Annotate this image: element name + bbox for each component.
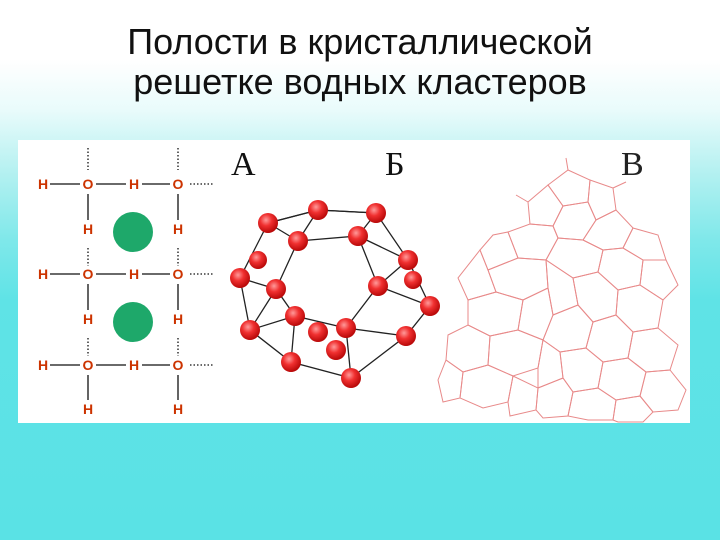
figure-panel: H O H O H H H O H O H H H O H O H H [18, 140, 690, 423]
h-atom: H [83, 311, 93, 327]
h-atom: H [83, 221, 93, 237]
o-atom: O [173, 176, 184, 192]
o-atom: O [173, 266, 184, 282]
h-atom: H [173, 401, 183, 417]
slide-title: Полости в кристаллической решетке водных… [0, 22, 720, 102]
h-atom: H [38, 357, 48, 373]
title-line-1: Полости в кристаллической [127, 21, 593, 62]
h-atom: H [129, 357, 139, 373]
h-atom: H [38, 176, 48, 192]
label-b: Б [385, 146, 405, 183]
o-atom: O [83, 266, 94, 282]
h-atom: H [173, 311, 183, 327]
label-v: В [621, 146, 644, 183]
h-atom: H [129, 266, 139, 282]
label-a: А [231, 146, 256, 183]
h-atom: H [129, 176, 139, 192]
h-atom: H [83, 401, 93, 417]
o-atom: O [83, 176, 94, 192]
lattice-diagram: H O H O H H H O H O H H H O H O H H [38, 148, 213, 417]
o-atom: O [83, 357, 94, 373]
title-line-2: решетке водных кластеров [133, 61, 587, 102]
cavity-upper [113, 212, 153, 252]
h-atom: H [173, 221, 183, 237]
cavity-lower [113, 302, 153, 342]
h-atom: H [38, 266, 48, 282]
o-atom: O [173, 357, 184, 373]
